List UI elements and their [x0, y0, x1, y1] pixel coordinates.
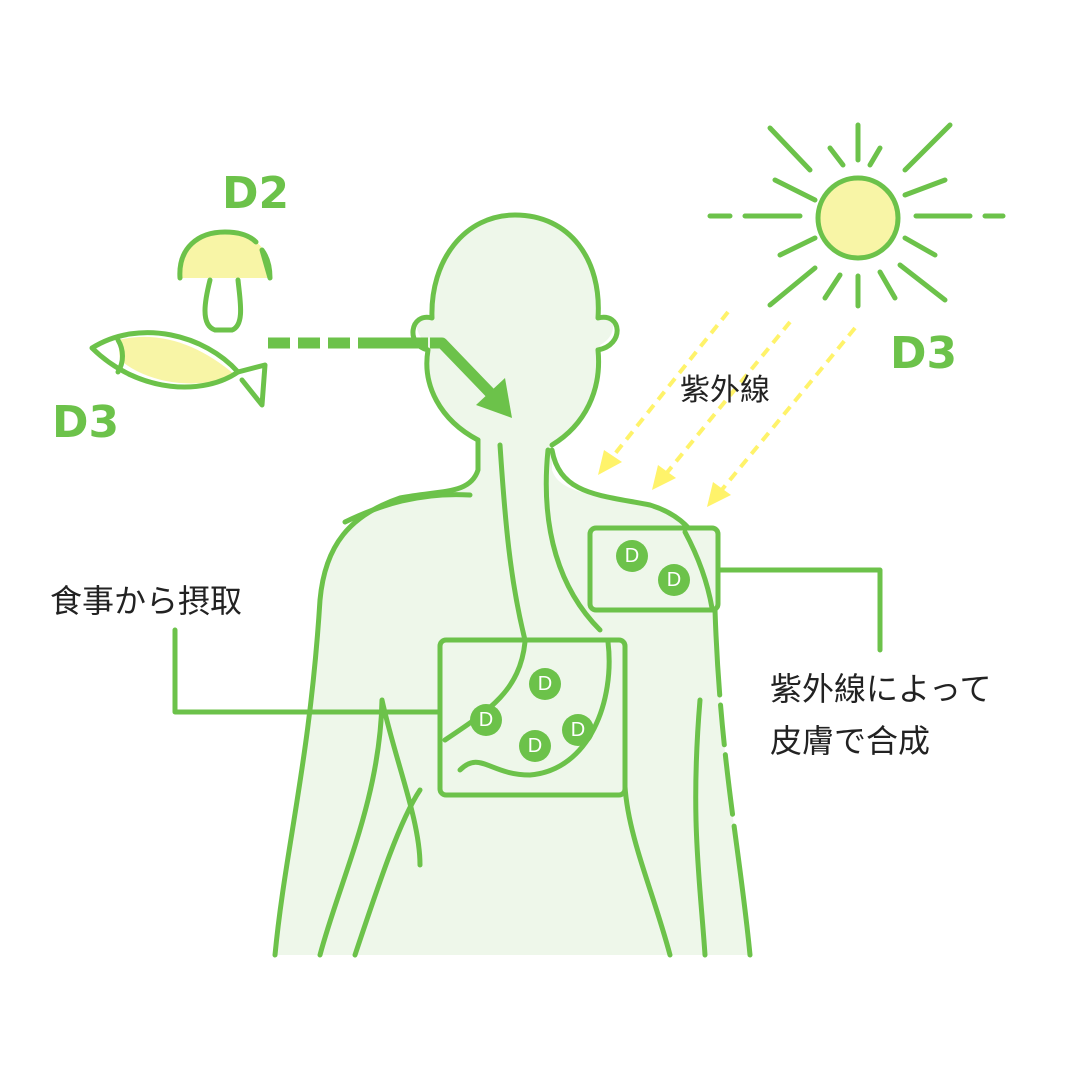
- torso-left-line: [352, 787, 423, 958]
- sun-icon: [707, 122, 1006, 309]
- uv-arrowhead: [598, 450, 622, 475]
- svg-text:D: D: [479, 709, 493, 731]
- vitamin-d-marker: D: [658, 564, 690, 596]
- uv-arrowhead: [652, 465, 676, 490]
- svg-text:D: D: [528, 735, 542, 757]
- uv-label: 紫外線: [680, 373, 770, 408]
- mushroom-icon: [177, 229, 273, 333]
- left-arm-inner: [317, 697, 423, 958]
- synthesis-connector: [715, 567, 883, 653]
- svg-text:D: D: [625, 545, 639, 567]
- fish-icon: [89, 330, 268, 408]
- head-outline: [410, 212, 620, 448]
- synthesis-label-line2: 皮膚で合成: [770, 722, 930, 760]
- intake-label: 食事から摂取: [50, 582, 242, 620]
- stomach-outline: [442, 639, 612, 778]
- svg-text:D: D: [667, 569, 681, 591]
- intake-connector: [172, 627, 443, 715]
- sun-d3-label: D3: [890, 328, 957, 379]
- synthesis-label-line1: 紫外線によって: [770, 670, 991, 708]
- intake-arrow: [268, 337, 512, 418]
- uv-arrowhead: [707, 482, 731, 507]
- body-outline: [272, 437, 481, 958]
- mushroom-d2-label: D2: [222, 168, 289, 219]
- vitamin-d-marker: D: [470, 704, 502, 736]
- fish-d3-label: D3: [52, 397, 119, 448]
- vitamin-d-marker: D: [519, 730, 551, 762]
- chest-line: [342, 492, 473, 525]
- vitamin-d-marker: D: [529, 668, 561, 700]
- skin-box: [587, 525, 721, 613]
- esophagus-right: [543, 447, 603, 633]
- svg-text:D: D: [571, 719, 585, 741]
- stomach-box: [437, 637, 628, 798]
- torso-right-line: [693, 697, 708, 958]
- skin-curve-inner: [682, 529, 715, 611]
- svg-text:D: D: [538, 673, 552, 695]
- esophagus-left: [497, 442, 528, 643]
- uv-rays: [608, 310, 857, 494]
- uv-arrow: [718, 326, 857, 494]
- vitamin-d-marker: D: [616, 540, 648, 572]
- vitamin-d-markers: D D D D D D: [470, 540, 690, 762]
- vitamin-d-marker: D: [562, 714, 594, 746]
- uv-arrow: [608, 310, 730, 462]
